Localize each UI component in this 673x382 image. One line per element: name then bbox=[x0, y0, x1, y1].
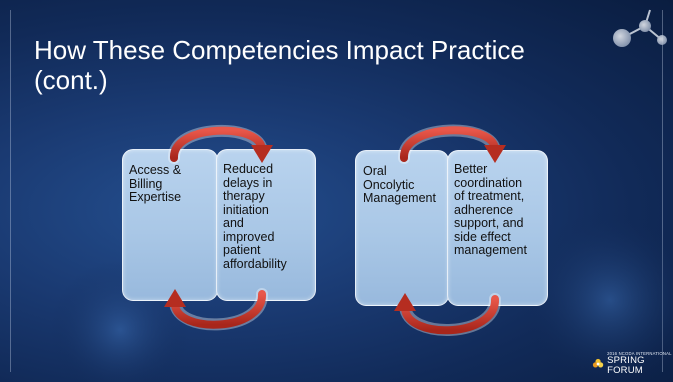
diagram-1-right-text: Reduced delays in therapy initiation and… bbox=[223, 162, 287, 271]
diagram-2-left-box bbox=[355, 150, 449, 306]
molecule-icon bbox=[613, 9, 667, 47]
slide-title: How These Competencies Impact Practice (… bbox=[34, 35, 525, 95]
diagram-2-top-arrow-icon bbox=[398, 124, 506, 164]
logo-small-text: 2016 NCODA INTERNATIONAL bbox=[607, 351, 672, 356]
flower-logo-icon bbox=[592, 358, 604, 367]
logo-big-text: SPRING FORUM bbox=[607, 355, 645, 376]
diagram-2-right-box bbox=[447, 150, 548, 306]
diagram-1-top-arrow-icon bbox=[168, 124, 273, 164]
diagram-2-left-text: Oral Oncolytic Management bbox=[363, 164, 436, 205]
diagram-2-bottom-arrow-icon bbox=[394, 293, 501, 336]
spring-forum-logo: 2016 NCODA INTERNATIONAL SPRING FORUM bbox=[592, 351, 673, 376]
diagram-1-left-text: Access & Billing Expertise bbox=[129, 163, 182, 204]
diagram-2-right-text: Better coordination of treatment, adhere… bbox=[454, 162, 527, 257]
slide-frame bbox=[10, 10, 663, 372]
diagram-1-bottom-arrow-icon bbox=[164, 288, 268, 331]
diagram-1-right-box bbox=[216, 149, 316, 301]
